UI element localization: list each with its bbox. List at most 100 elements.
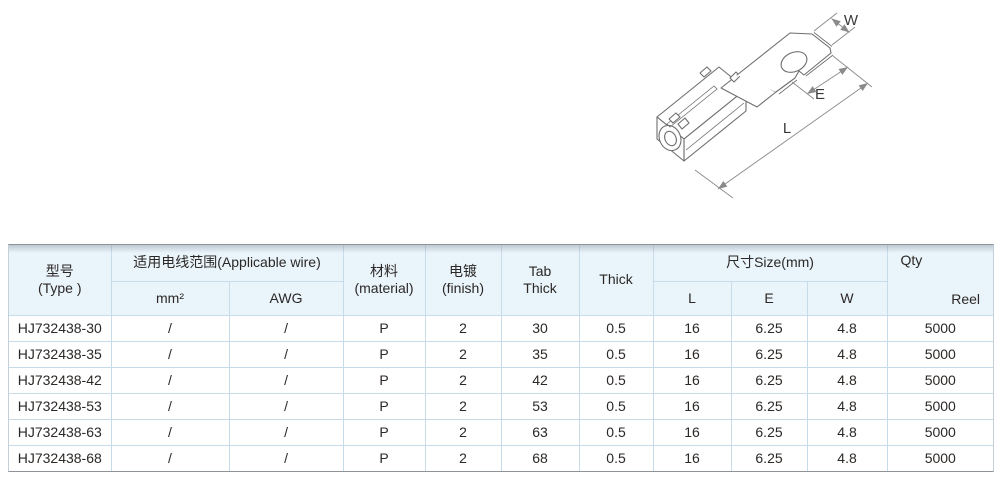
cell-awg: / — [228, 444, 344, 471]
cell-size-e: 6.25 — [730, 314, 808, 342]
header-finish-zh: 电镀 — [449, 262, 478, 279]
table-row: HJ732438-42 / / P 2 42 0.5 16 6.25 4.8 5… — [9, 366, 994, 394]
dim-label-w: W — [844, 12, 859, 29]
cell-thick: 0.5 — [578, 366, 654, 394]
cell-size-e: 6.25 — [730, 340, 808, 368]
dim-label-e: E — [815, 86, 825, 103]
cell-size-l: 16 — [652, 314, 732, 342]
spec-table: 型号 (Type ) 适用电线范围(Applicable wire) 材料 (m… — [9, 245, 994, 471]
cell-awg: / — [228, 366, 344, 394]
header-mm2: mm² — [111, 280, 230, 316]
cell-thick: 0.5 — [578, 314, 654, 342]
cell-size-w: 4.8 — [806, 444, 888, 471]
header-material-en: (material) — [354, 279, 414, 296]
cell-type: HJ732438-30 — [9, 314, 112, 342]
cell-awg: / — [228, 314, 344, 342]
cell-type: HJ732438-68 — [9, 444, 112, 471]
cell-material: P — [342, 392, 426, 420]
cell-mm2: / — [110, 418, 230, 446]
cell-size-l: 16 — [652, 444, 732, 471]
cell-size-l: 16 — [652, 392, 732, 420]
cell-finish: 2 — [424, 418, 502, 446]
cell-thick: 0.5 — [578, 340, 654, 368]
table-row: HJ732438-63 / / P 2 63 0.5 16 6.25 4.8 5… — [9, 418, 994, 446]
cell-qty: 5000 — [886, 366, 994, 394]
cell-tab-thick: 42 — [500, 366, 580, 394]
header-tab-thick: Tab Thick — [500, 245, 580, 316]
cell-qty: 5000 — [886, 392, 994, 420]
cell-thick: 0.5 — [578, 444, 654, 471]
cell-size-e: 6.25 — [730, 444, 808, 471]
dimension-l: L — [694, 82, 869, 199]
table-header: 型号 (Type ) 适用电线范围(Applicable wire) 材料 (m… — [9, 245, 994, 316]
header-tab-thick-line2: Thick — [523, 279, 557, 296]
cell-size-l: 16 — [652, 366, 732, 394]
header-finish: 电镀 (finish) — [424, 245, 502, 316]
cell-awg: / — [228, 418, 344, 446]
cell-awg: / — [228, 392, 344, 420]
header-finish-en: (finish) — [442, 279, 485, 296]
header-thick: Thick — [578, 245, 654, 316]
header-type-zh: 型号 — [45, 262, 74, 279]
cell-mm2: / — [110, 314, 230, 342]
header-type: 型号 (Type ) — [9, 245, 112, 316]
cell-type: HJ732438-63 — [9, 418, 112, 446]
cell-finish: 2 — [424, 392, 502, 420]
cell-size-w: 4.8 — [806, 340, 888, 368]
header-reel: Reel — [951, 290, 981, 307]
cell-material: P — [342, 366, 426, 394]
cell-type: HJ732438-35 — [9, 340, 112, 368]
cell-finish: 2 — [424, 314, 502, 342]
cell-size-w: 4.8 — [806, 314, 888, 342]
cell-awg: / — [228, 340, 344, 368]
cell-material: P — [342, 418, 426, 446]
header-tab-thick-line1: Tab — [528, 262, 552, 279]
header-type-en: (Type ) — [37, 279, 82, 296]
cell-tab-thick: 30 — [500, 314, 580, 342]
header-material-zh: 材料 — [370, 262, 399, 279]
cell-size-l: 16 — [652, 418, 732, 446]
cell-tab-thick: 53 — [500, 392, 580, 420]
table-row: HJ732438-35 / / P 2 35 0.5 16 6.25 4.8 5… — [9, 340, 994, 368]
cell-type: HJ732438-53 — [9, 392, 112, 420]
cell-type: HJ732438-42 — [9, 366, 112, 394]
header-qty: Qty — [900, 252, 923, 268]
header-dim-e: E — [730, 280, 808, 316]
header-dim-w: W — [806, 280, 888, 316]
crimp-tab — [668, 112, 681, 124]
cell-tab-thick: 63 — [500, 418, 580, 446]
cell-material: P — [342, 340, 426, 368]
cell-tab-thick: 68 — [500, 444, 580, 471]
cell-size-l: 16 — [652, 340, 732, 368]
cell-size-e: 6.25 — [730, 418, 808, 446]
cell-qty: 5000 — [886, 314, 994, 342]
cell-mm2: / — [110, 392, 230, 420]
table-body: HJ732438-30 / / P 2 30 0.5 16 6.25 4.8 5… — [9, 314, 994, 471]
cell-finish: 2 — [424, 340, 502, 368]
cell-qty: 5000 — [886, 418, 994, 446]
cell-qty: 5000 — [886, 340, 994, 368]
cell-size-w: 4.8 — [806, 366, 888, 394]
cell-finish: 2 — [424, 444, 502, 471]
cell-finish: 2 — [424, 366, 502, 394]
cell-size-e: 6.25 — [730, 392, 808, 420]
crimp-seam-slot — [666, 85, 718, 128]
header-awg: AWG — [228, 280, 344, 316]
header-qty-reel: Qty Reel — [886, 245, 994, 316]
cell-thick: 0.5 — [578, 418, 654, 446]
crimp-tab — [699, 66, 712, 78]
cell-size-e: 6.25 — [730, 366, 808, 394]
table-row: HJ732438-30 / / P 2 30 0.5 16 6.25 4.8 5… — [9, 314, 994, 342]
spec-table-wrap: 型号 (Type ) 适用电线范围(Applicable wire) 材料 (m… — [8, 244, 994, 472]
header-dim-l: L — [652, 280, 732, 316]
cell-tab-thick: 35 — [500, 340, 580, 368]
terminal-technical-drawing: W E L — [656, 12, 873, 199]
header-applicable-wire: 适用电线范围(Applicable wire) — [110, 245, 344, 282]
cell-size-w: 4.8 — [806, 392, 888, 420]
table-row: HJ732438-53 / / P 2 53 0.5 16 6.25 4.8 5… — [9, 392, 994, 420]
cell-material: P — [342, 314, 426, 342]
dimension-w: W — [813, 12, 859, 46]
crimp-wing-tip — [677, 117, 690, 130]
table-row: HJ732438-68 / / P 2 68 0.5 16 6.25 4.8 5… — [9, 444, 994, 471]
